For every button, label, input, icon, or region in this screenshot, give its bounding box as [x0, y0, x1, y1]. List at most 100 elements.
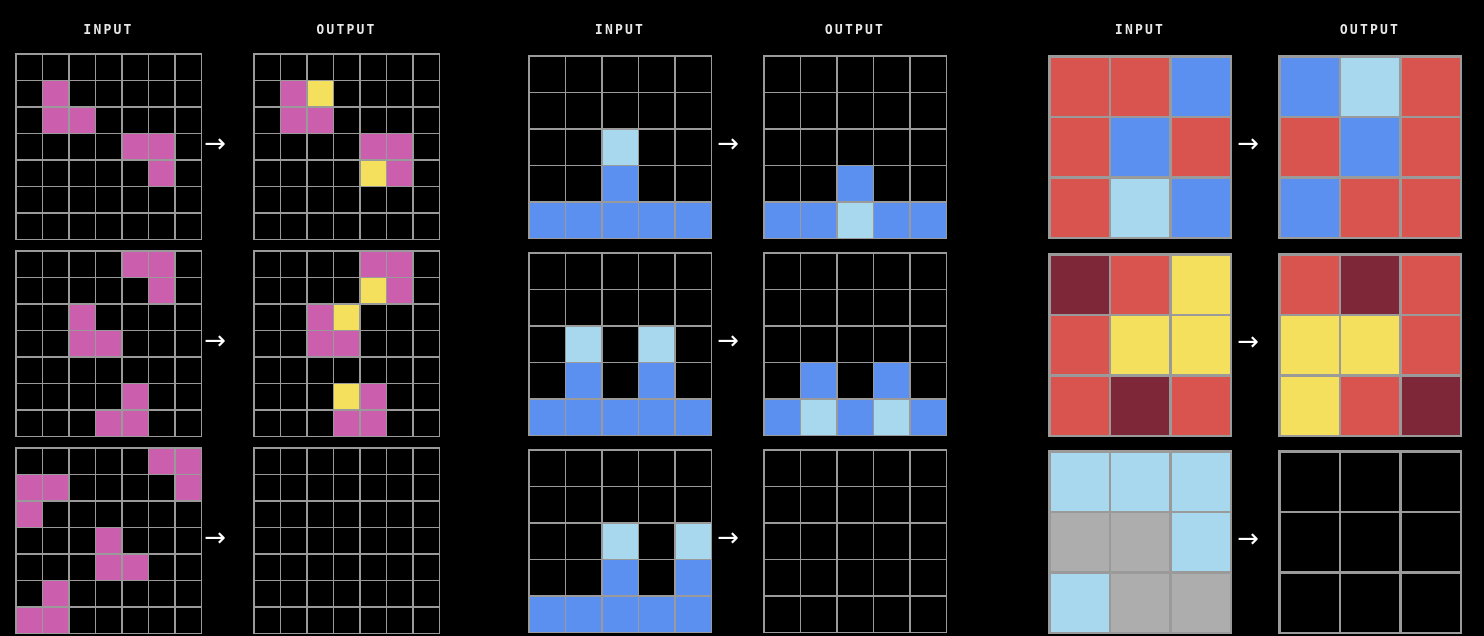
grid-cell[interactable] [566, 56, 601, 92]
grid-cell[interactable] [254, 501, 280, 527]
grid-cell[interactable] [764, 560, 800, 595]
input-grid-p1-row-2[interactable] [15, 250, 202, 437]
grid-cell[interactable] [254, 213, 280, 239]
grid-cell[interactable] [1401, 376, 1460, 435]
grid-cell[interactable] [1401, 573, 1460, 632]
grid-cell[interactable] [281, 107, 306, 133]
grid-cell[interactable] [910, 326, 946, 362]
grid-cell[interactable] [639, 450, 674, 486]
grid-cell[interactable] [281, 278, 306, 303]
grid-cell[interactable] [529, 56, 565, 92]
grid-cell[interactable] [413, 304, 439, 330]
grid-cell[interactable] [387, 187, 412, 212]
grid-cell[interactable] [764, 93, 800, 128]
grid-cell[interactable] [764, 166, 800, 201]
grid-cell[interactable] [1401, 255, 1460, 314]
grid-cell[interactable] [175, 304, 201, 330]
grid-cell[interactable] [910, 253, 946, 289]
grid-cell[interactable] [149, 331, 174, 356]
grid-cell[interactable] [602, 487, 638, 522]
grid-cell[interactable] [387, 448, 412, 474]
grid-cell[interactable] [837, 166, 873, 201]
grid-cell[interactable] [307, 475, 333, 500]
grid-cell[interactable] [1401, 513, 1460, 571]
grid-cell[interactable] [387, 213, 412, 239]
grid-cell[interactable] [837, 560, 873, 595]
grid-cell[interactable] [16, 475, 42, 500]
grid-cell[interactable] [639, 596, 674, 632]
grid-cell[interactable] [96, 554, 121, 580]
grid-cell[interactable] [96, 357, 121, 383]
grid-cell[interactable] [43, 475, 68, 500]
grid-cell[interactable] [334, 107, 359, 133]
grid-cell[interactable] [837, 93, 873, 128]
grid-cell[interactable] [254, 554, 280, 580]
grid-cell[interactable] [675, 560, 711, 595]
grid-cell[interactable] [529, 560, 565, 595]
grid-cell[interactable] [149, 448, 174, 474]
grid-cell[interactable] [96, 81, 121, 106]
grid-cell[interactable] [360, 160, 386, 186]
grid-cell[interactable] [764, 596, 800, 632]
grid-cell[interactable] [281, 554, 306, 580]
grid-cell[interactable] [1111, 118, 1169, 176]
grid-cell[interactable] [1111, 255, 1169, 314]
grid-cell[interactable] [334, 410, 359, 436]
grid-cell[interactable] [122, 475, 148, 500]
grid-cell[interactable] [96, 160, 121, 186]
grid-cell[interactable] [387, 384, 412, 409]
grid-cell[interactable] [764, 129, 800, 165]
grid-cell[interactable] [360, 251, 386, 277]
grid-cell[interactable] [43, 528, 68, 553]
grid-cell[interactable] [387, 251, 412, 277]
input-grid-p2-row-2[interactable] [528, 252, 712, 436]
grid-cell[interactable] [529, 253, 565, 289]
grid-cell[interactable] [801, 56, 836, 92]
grid-cell[interactable] [307, 81, 333, 106]
grid-cell[interactable] [16, 304, 42, 330]
grid-cell[interactable] [122, 357, 148, 383]
grid-cell[interactable] [675, 93, 711, 128]
grid-cell[interactable] [1341, 118, 1399, 176]
grid-cell[interactable] [281, 213, 306, 239]
grid-cell[interactable] [566, 290, 601, 325]
grid-cell[interactable] [334, 581, 359, 606]
grid-cell[interactable] [96, 384, 121, 409]
grid-cell[interactable] [387, 107, 412, 133]
output-grid-p2-row-1[interactable] [763, 55, 947, 239]
grid-cell[interactable] [360, 357, 386, 383]
grid-cell[interactable] [1111, 573, 1169, 632]
grid-cell[interactable] [149, 213, 174, 239]
grid-cell[interactable] [122, 410, 148, 436]
grid-cell[interactable] [16, 410, 42, 436]
grid-cell[interactable] [69, 213, 95, 239]
grid-cell[interactable] [175, 251, 201, 277]
grid-cell[interactable] [675, 129, 711, 165]
grid-cell[interactable] [122, 81, 148, 106]
grid-cell[interactable] [96, 304, 121, 330]
grid-cell[interactable] [837, 363, 873, 398]
grid-cell[interactable] [254, 581, 280, 606]
grid-cell[interactable] [1171, 573, 1230, 632]
grid-cell[interactable] [764, 202, 800, 238]
input-grid-p3-row-1[interactable] [1048, 55, 1232, 239]
grid-cell[interactable] [413, 331, 439, 356]
grid-cell[interactable] [281, 410, 306, 436]
grid-cell[interactable] [334, 213, 359, 239]
grid-cell[interactable] [149, 107, 174, 133]
grid-cell[interactable] [874, 596, 909, 632]
grid-cell[interactable] [1171, 452, 1230, 511]
grid-cell[interactable] [43, 160, 68, 186]
grid-cell[interactable] [175, 278, 201, 303]
grid-cell[interactable] [69, 607, 95, 633]
grid-cell[interactable] [307, 501, 333, 527]
grid-cell[interactable] [16, 448, 42, 474]
grid-cell[interactable] [529, 596, 565, 632]
grid-cell[interactable] [334, 448, 359, 474]
grid-cell[interactable] [43, 54, 68, 80]
grid-cell[interactable] [529, 93, 565, 128]
grid-cell[interactable] [43, 213, 68, 239]
grid-cell[interactable] [529, 290, 565, 325]
grid-cell[interactable] [910, 129, 946, 165]
grid-cell[interactable] [764, 253, 800, 289]
